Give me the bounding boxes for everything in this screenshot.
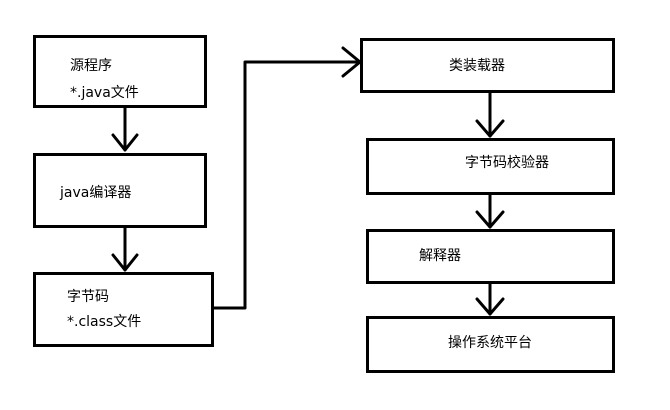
class-file-label: *.class文件 xyxy=(67,314,142,330)
bytecode-box xyxy=(33,272,214,347)
arrow-class-loader-to-verifier xyxy=(475,90,505,138)
interpreter-box xyxy=(366,229,615,284)
os-platform-box xyxy=(366,316,615,373)
class-loader-label: 类装载器 xyxy=(449,58,505,74)
arrow-interpreter-to-os xyxy=(475,281,505,316)
bytecode-label: 字节码 xyxy=(67,289,109,305)
source-file-label: *.java文件 xyxy=(70,85,139,101)
os-platform-label: 操作系统平台 xyxy=(448,335,532,351)
source-program-box xyxy=(33,35,207,108)
java-compiler-label: java编译器 xyxy=(60,185,132,201)
java-compiler-box xyxy=(33,153,207,228)
arrow-bytecode-to-class-loader xyxy=(211,46,362,310)
class-loader-box xyxy=(360,38,615,93)
source-program-label: 源程序 xyxy=(70,58,112,74)
arrow-verifier-to-interpreter xyxy=(475,192,505,229)
bytecode-verifier-box xyxy=(366,138,615,195)
arrow-source-to-compiler xyxy=(111,105,139,152)
arrow-compiler-to-bytecode xyxy=(111,225,139,272)
bytecode-verifier-label: 字节码校验器 xyxy=(465,155,549,171)
interpreter-label: 解释器 xyxy=(419,248,461,264)
